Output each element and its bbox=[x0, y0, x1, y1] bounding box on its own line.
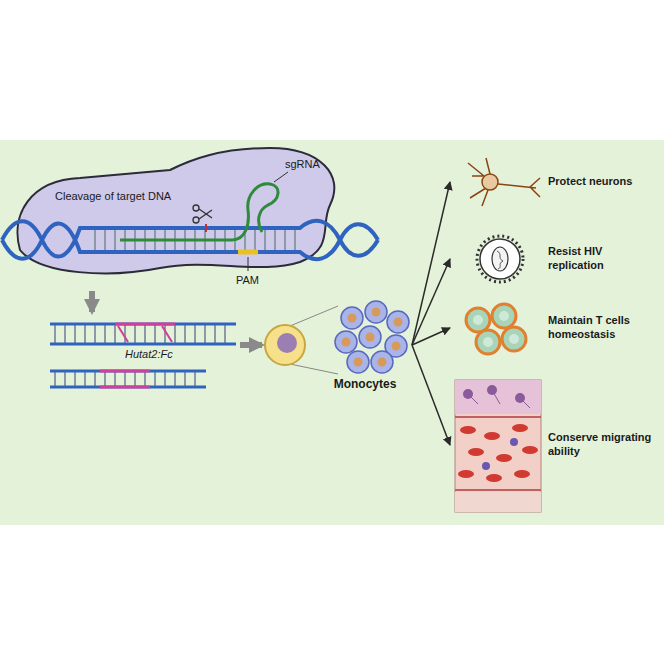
outcome-arrow bbox=[412, 328, 450, 345]
outcome-arrow bbox=[412, 345, 450, 445]
annotation-label: PAM bbox=[236, 274, 276, 288]
pam-site bbox=[238, 250, 258, 255]
cas9-complex: Cleavage of target DNA sgRNA PAM bbox=[10, 145, 355, 291]
annotation-label: Cleavage of target DNA bbox=[55, 190, 195, 204]
gene-label: Hutat2:Fc bbox=[125, 348, 205, 362]
annotation-label: sgRNA bbox=[285, 158, 325, 172]
outcome-arrow bbox=[412, 182, 450, 345]
neuron-icon bbox=[468, 158, 540, 206]
cas9-illustration bbox=[2, 148, 378, 273]
scissors-icon bbox=[193, 205, 212, 223]
process-arrow bbox=[240, 342, 262, 348]
outcome-node: Conserve migrating ability bbox=[450, 376, 662, 516]
monocyte-node: Monocytes bbox=[262, 300, 412, 400]
outcome-label: Resist HIV replication bbox=[548, 245, 658, 273]
leader-line bbox=[248, 257, 249, 271]
cut-mark bbox=[205, 224, 207, 232]
edited-dna bbox=[50, 324, 236, 387]
outcome-label: Maintain T cells homeostasis bbox=[548, 314, 658, 342]
leader-line bbox=[274, 172, 288, 182]
outcome-node: Protect neurons bbox=[450, 150, 662, 216]
outcome-label: Conserve migrating ability bbox=[548, 431, 658, 459]
outcome-node: Maintain T cells homeostasis bbox=[450, 296, 662, 360]
edited-dna-node: Hutat2:Fc bbox=[40, 312, 240, 395]
green-panel bbox=[0, 140, 664, 525]
monocyte-cells bbox=[265, 301, 409, 374]
process-arrow bbox=[89, 291, 95, 312]
outcome-node: Resist HIV replication bbox=[450, 228, 662, 290]
t-cells-icon bbox=[466, 304, 526, 354]
outcome-arrow bbox=[412, 259, 450, 345]
cell-label: Monocytes bbox=[320, 377, 410, 392]
virus-icon bbox=[477, 236, 523, 282]
outcome-label: Protect neurons bbox=[548, 175, 658, 189]
blood-vessel-icon bbox=[455, 380, 541, 512]
